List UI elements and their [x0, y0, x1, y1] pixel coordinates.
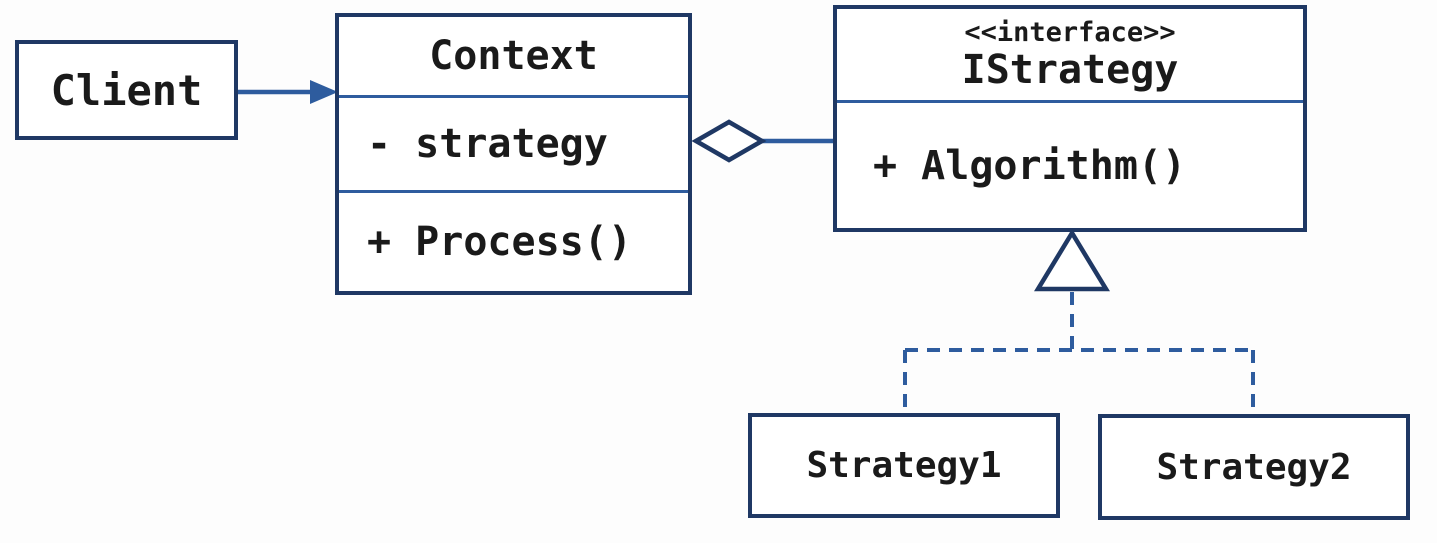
class-method: + Process() [339, 190, 688, 291]
strategy2-class-box: Strategy2 [1098, 414, 1410, 520]
client-class-box: Client [15, 40, 238, 140]
class-title: Context [429, 33, 598, 79]
interface-header: <<interface>> IStrategy [837, 9, 1303, 100]
aggregation-diamond-icon [691, 119, 767, 163]
aggregation-connector [691, 119, 834, 163]
class-title: Strategy1 [806, 445, 1002, 486]
class-title: Client [50, 65, 203, 115]
interface-stereotype: <<interface>> [964, 16, 1176, 48]
realization-connector [903, 228, 1255, 412]
class-title: Strategy2 [1156, 446, 1352, 488]
class-method: + Algorithm() [837, 100, 1303, 228]
inheritance-triangle-icon [1034, 228, 1110, 292]
class-title: IStrategy [961, 46, 1179, 93]
class-attribute: - strategy [339, 95, 688, 190]
association-arrow [238, 80, 338, 104]
strategy1-class-box: Strategy1 [748, 413, 1060, 518]
context-class-box: Context - strategy + Process() [335, 13, 692, 295]
istrategy-interface-box: <<interface>> IStrategy + Algorithm() [833, 5, 1307, 232]
